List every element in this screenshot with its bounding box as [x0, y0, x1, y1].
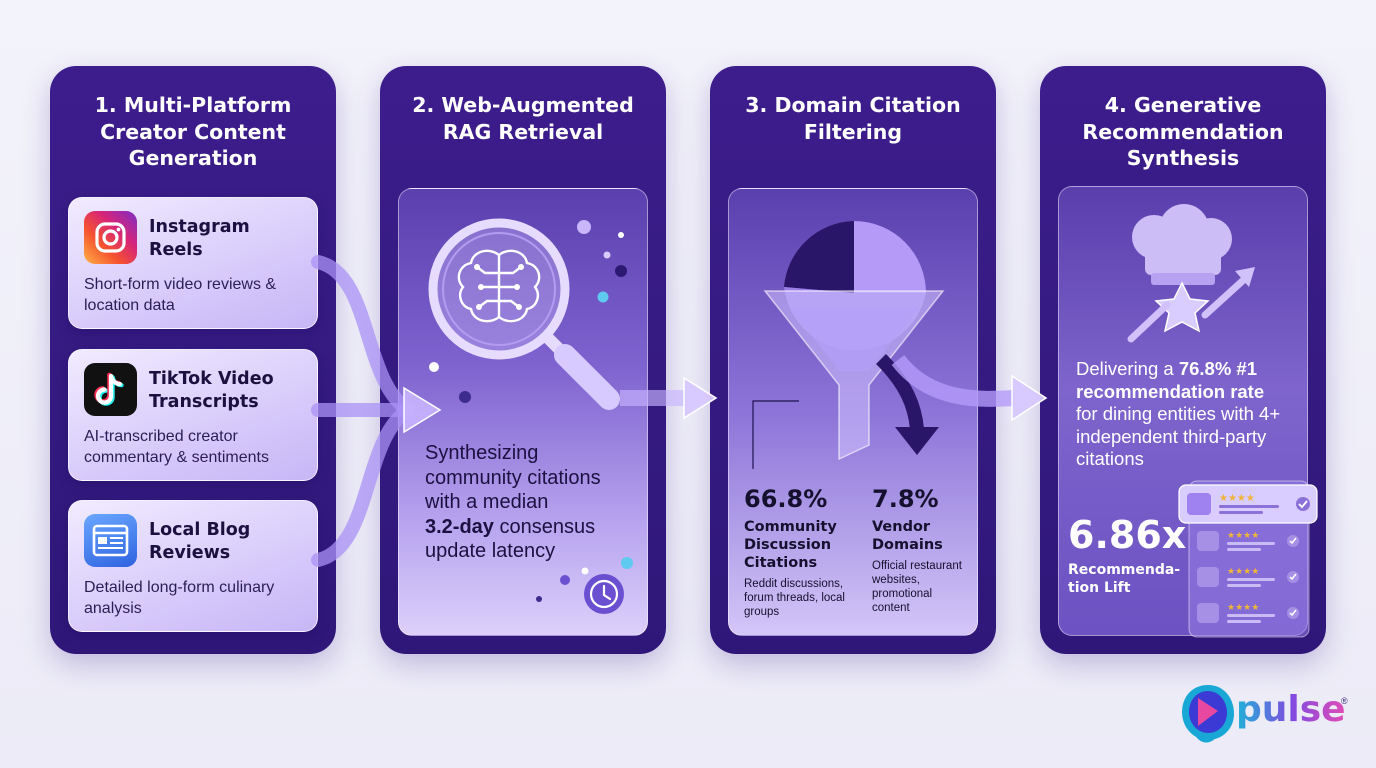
svg-text:★★★★: ★★★★	[1227, 531, 1259, 541]
svg-text:★★★★: ★★★★	[1219, 493, 1255, 504]
text-line: citations	[1076, 448, 1144, 469]
community-stat: 66.8% Community Discussion Citations Red…	[744, 484, 845, 619]
step-panel-1: 1. Multi-Platform Creator Content Genera…	[50, 66, 336, 654]
step-panel-3: 3. Domain Citation Filtering 66.8% Commu…	[710, 66, 996, 654]
svg-text:★★★★: ★★★★	[1227, 603, 1259, 613]
text-line: independent third-party	[1076, 425, 1267, 447]
stat-value: 66.8%	[744, 485, 828, 513]
retrieval-description: Synthesizing community citations with a …	[425, 441, 601, 564]
text-line: update latency	[425, 540, 556, 562]
blog-icon	[84, 514, 137, 567]
brand-registered-mark: ®	[1341, 696, 1348, 706]
text-line: Synthesizing	[425, 442, 539, 464]
text-line: with a median	[425, 491, 549, 513]
text-line: 3.2-day consensus	[425, 515, 596, 538]
chef-hat-star-icon	[1127, 204, 1255, 343]
stat-label: Vendor Domains	[872, 519, 943, 553]
step-title: 4. Generative Recommendation Synthesis	[1082, 93, 1284, 170]
source-description: Short-form video reviews &location data	[84, 276, 277, 314]
brain-search-icon	[428, 218, 627, 410]
text-line: Delivering a 76.8% #1	[1076, 358, 1258, 379]
instagram-icon	[84, 211, 137, 264]
text-line: recommendation rate	[1076, 380, 1265, 402]
ranking-list-icon: ★★★★ ★★★★ ★★★★ ★★★★	[1178, 480, 1318, 638]
clock-icon	[536, 557, 633, 614]
lift-label: Recommenda- tion Lift	[1068, 562, 1181, 596]
text-line: community citations	[425, 466, 601, 489]
stat-label: Community Discussion Citations	[744, 519, 837, 571]
lift-value: 6.86x	[1068, 513, 1187, 557]
filtering-card: 66.8% Community Discussion Citations Red…	[728, 188, 978, 636]
step-panel-2: 2. Web-Augmented RAG Retrieval	[380, 66, 666, 654]
text-line: for dining entities with 4+	[1076, 403, 1281, 424]
svg-text:★★★★: ★★★★	[1227, 567, 1259, 577]
pulse-logo-icon	[1182, 685, 1234, 743]
vendor-stat: 7.8% Vendor Domains Official restaurant …	[872, 484, 962, 615]
synthesis-card: Delivering a 76.8% #1 recommendation rat…	[1058, 186, 1318, 638]
synthesis-description: Delivering a 76.8% #1 recommendation rat…	[1076, 358, 1280, 471]
brand-name: pulse	[1236, 689, 1346, 730]
retrieval-card: Synthesizing community citations with a …	[398, 188, 648, 636]
tiktok-icon	[84, 363, 137, 416]
stat-value: 7.8%	[872, 485, 939, 513]
step-title: 1. Multi-Platform Creator Content Genera…	[94, 93, 292, 170]
brand-logo: pulse ®	[1178, 682, 1350, 748]
stat-description: Reddit discussions, forum threads, local…	[744, 578, 845, 618]
step-title: 3. Domain Citation Filtering	[745, 93, 961, 144]
step-title: 2. Web-Augmented RAG Retrieval	[412, 93, 634, 144]
funnel-icon	[752, 221, 945, 469]
stat-description: Official restaurant websites, promotiona…	[872, 560, 962, 614]
step-panel-4: 4. Generative Recommendation Synthesis D…	[1040, 66, 1326, 654]
